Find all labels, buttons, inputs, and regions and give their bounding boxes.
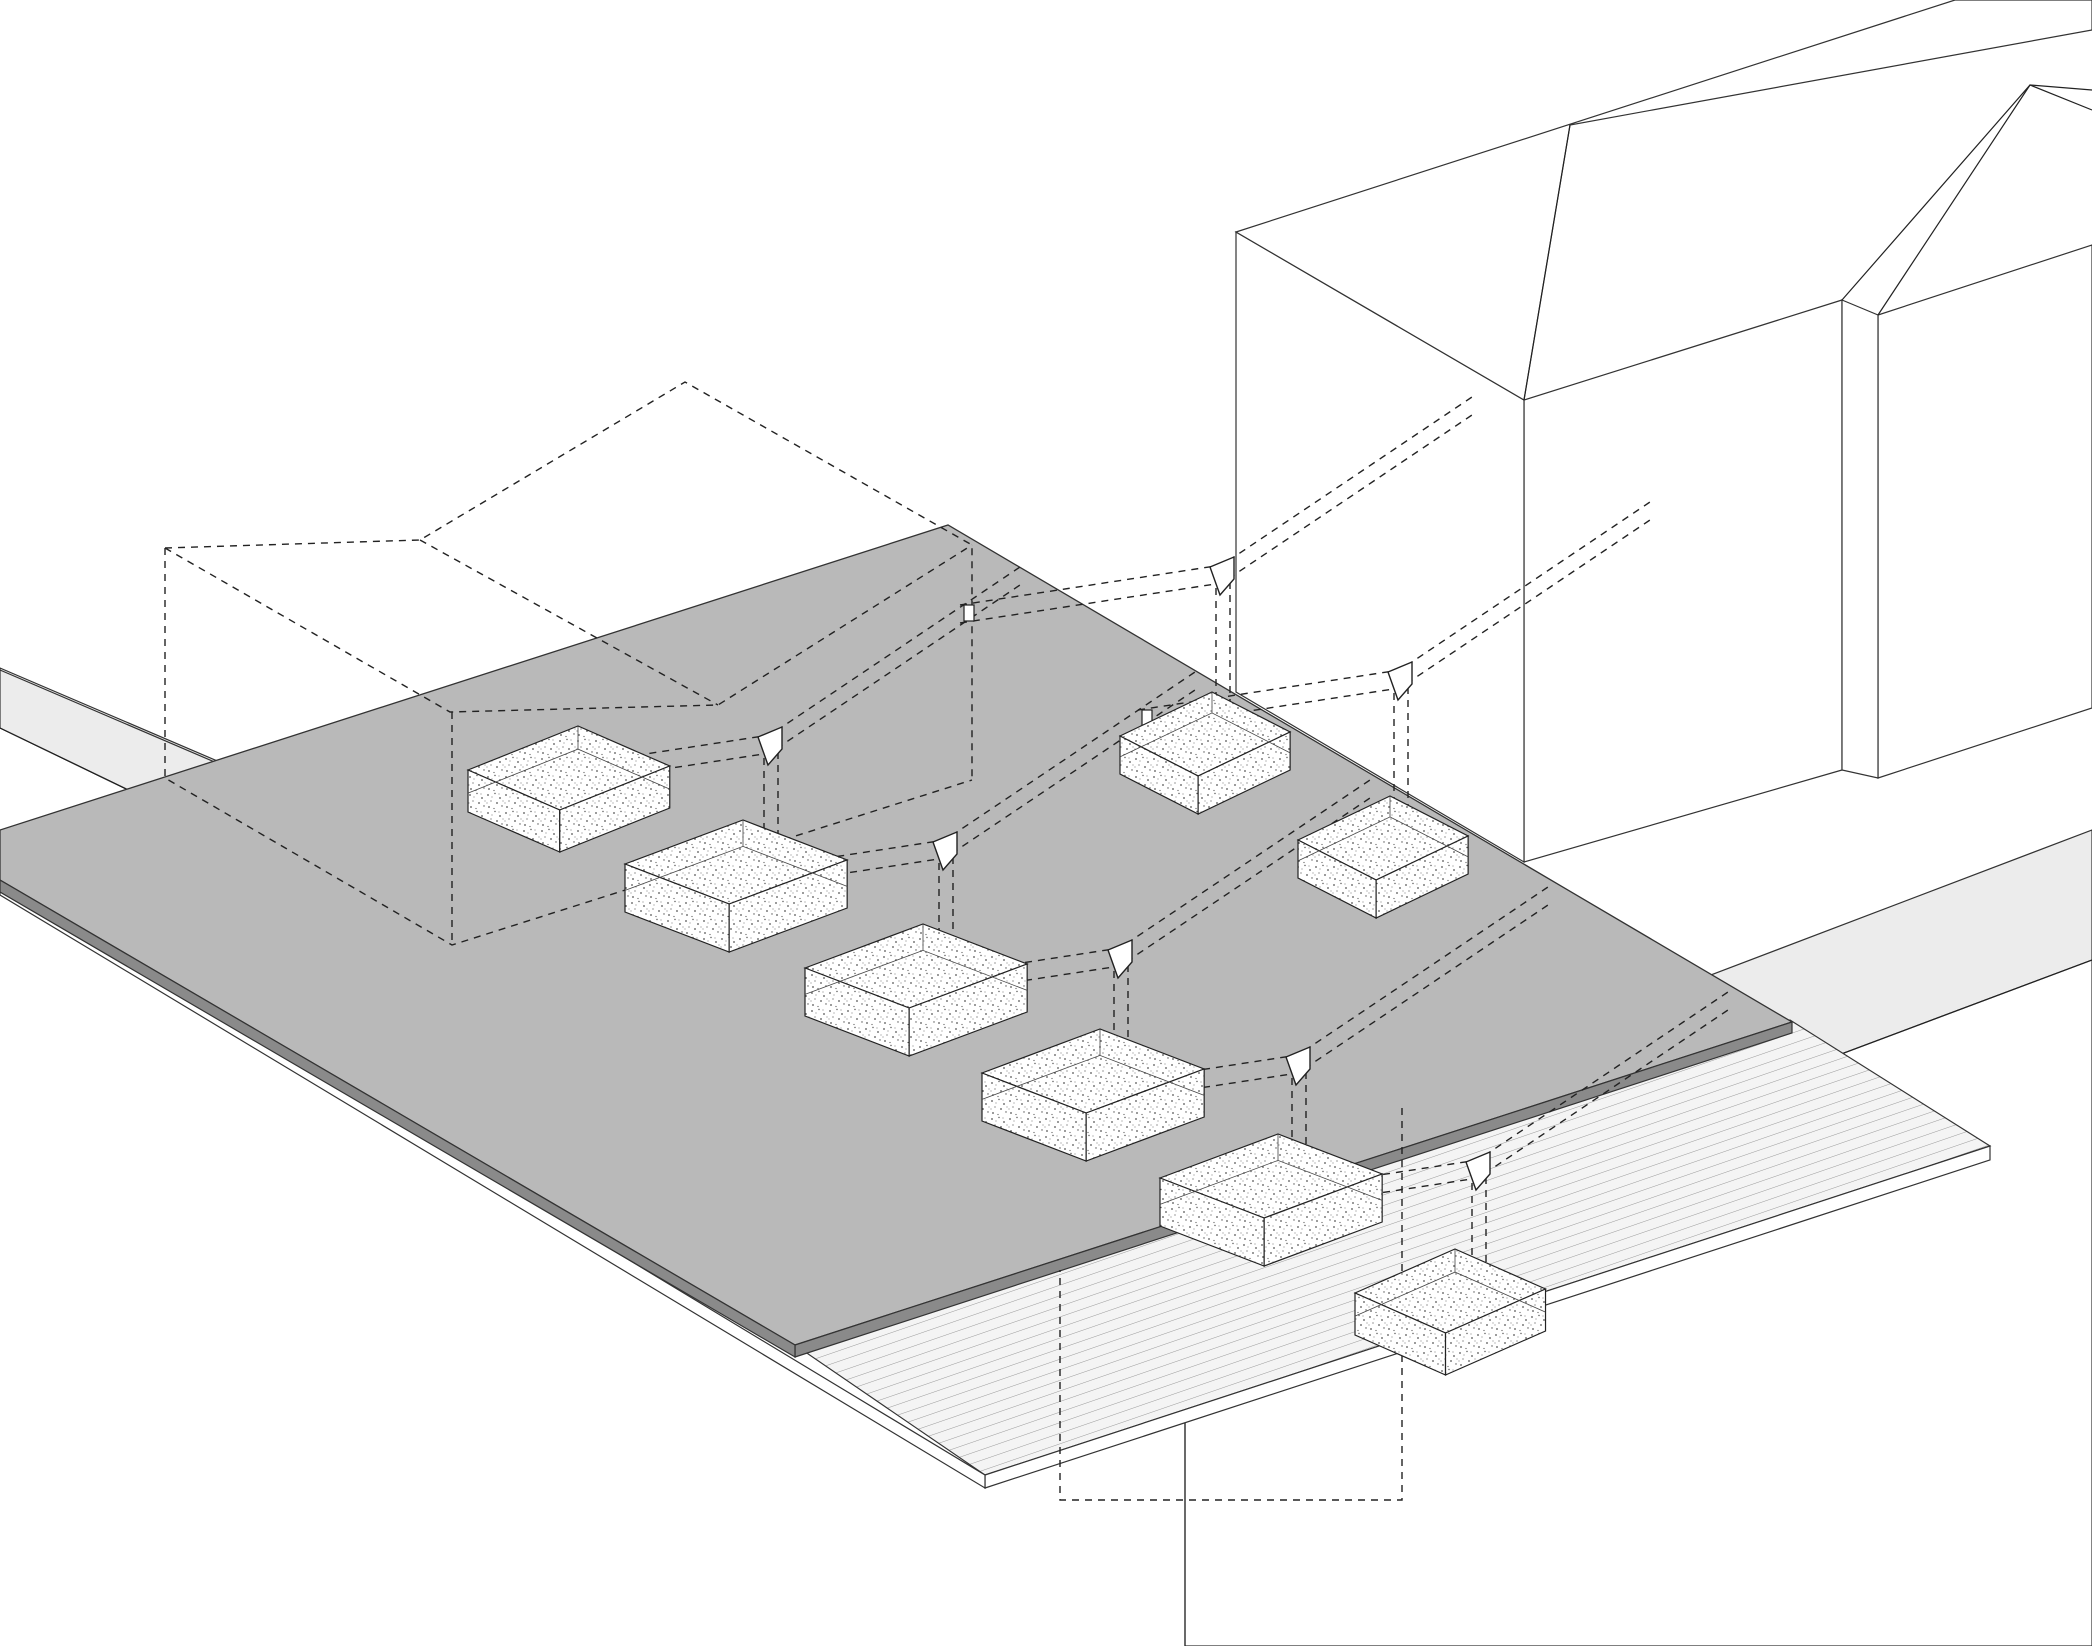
planter	[466, 725, 672, 853]
planter-side-right	[1085, 1068, 1205, 1162]
frame-joint	[1465, 1150, 1491, 1192]
frame-joint	[1285, 1045, 1311, 1087]
frame-joint	[1387, 660, 1413, 702]
pavilion-ridge	[419, 539, 719, 706]
building-b-side	[1841, 299, 1879, 779]
frame-joint	[757, 725, 783, 767]
pergola-frame	[1137, 501, 1651, 830]
planter	[1296, 795, 1470, 919]
planter-side-right	[908, 963, 1028, 1057]
pergola-frame	[959, 396, 1473, 725]
building-b-roof-ridge	[1877, 84, 2031, 316]
building-b-front	[1877, 244, 2092, 779]
planters	[466, 691, 1548, 1376]
planter	[980, 1028, 1206, 1162]
planter-side-right	[728, 859, 848, 953]
planter-side-right	[1375, 835, 1469, 919]
planter-side-right	[1444, 1288, 1547, 1376]
planter-side-right	[1197, 731, 1291, 815]
building-b-roof-right	[2029, 84, 2092, 91]
planter	[1353, 1248, 1548, 1376]
planter-side-right	[1263, 1173, 1383, 1267]
pergola-frames	[507, 396, 1729, 1320]
frame-end-cap	[963, 604, 975, 622]
planter	[803, 923, 1029, 1057]
planter	[623, 819, 849, 953]
building-a-front	[1523, 299, 1843, 863]
building-a-ridge	[1523, 124, 1571, 401]
frame-joint	[932, 830, 958, 872]
neighbour-buildings	[1234, 0, 2092, 864]
pavilion-roof-back	[164, 381, 973, 780]
frame-joint	[1209, 555, 1235, 597]
planter	[1158, 1133, 1384, 1267]
pavilion-roof-front	[164, 544, 973, 713]
planter-side-right	[559, 765, 671, 853]
planter	[1118, 691, 1292, 815]
slab-edge-left	[0, 879, 796, 1359]
frame-joint	[1107, 938, 1133, 980]
